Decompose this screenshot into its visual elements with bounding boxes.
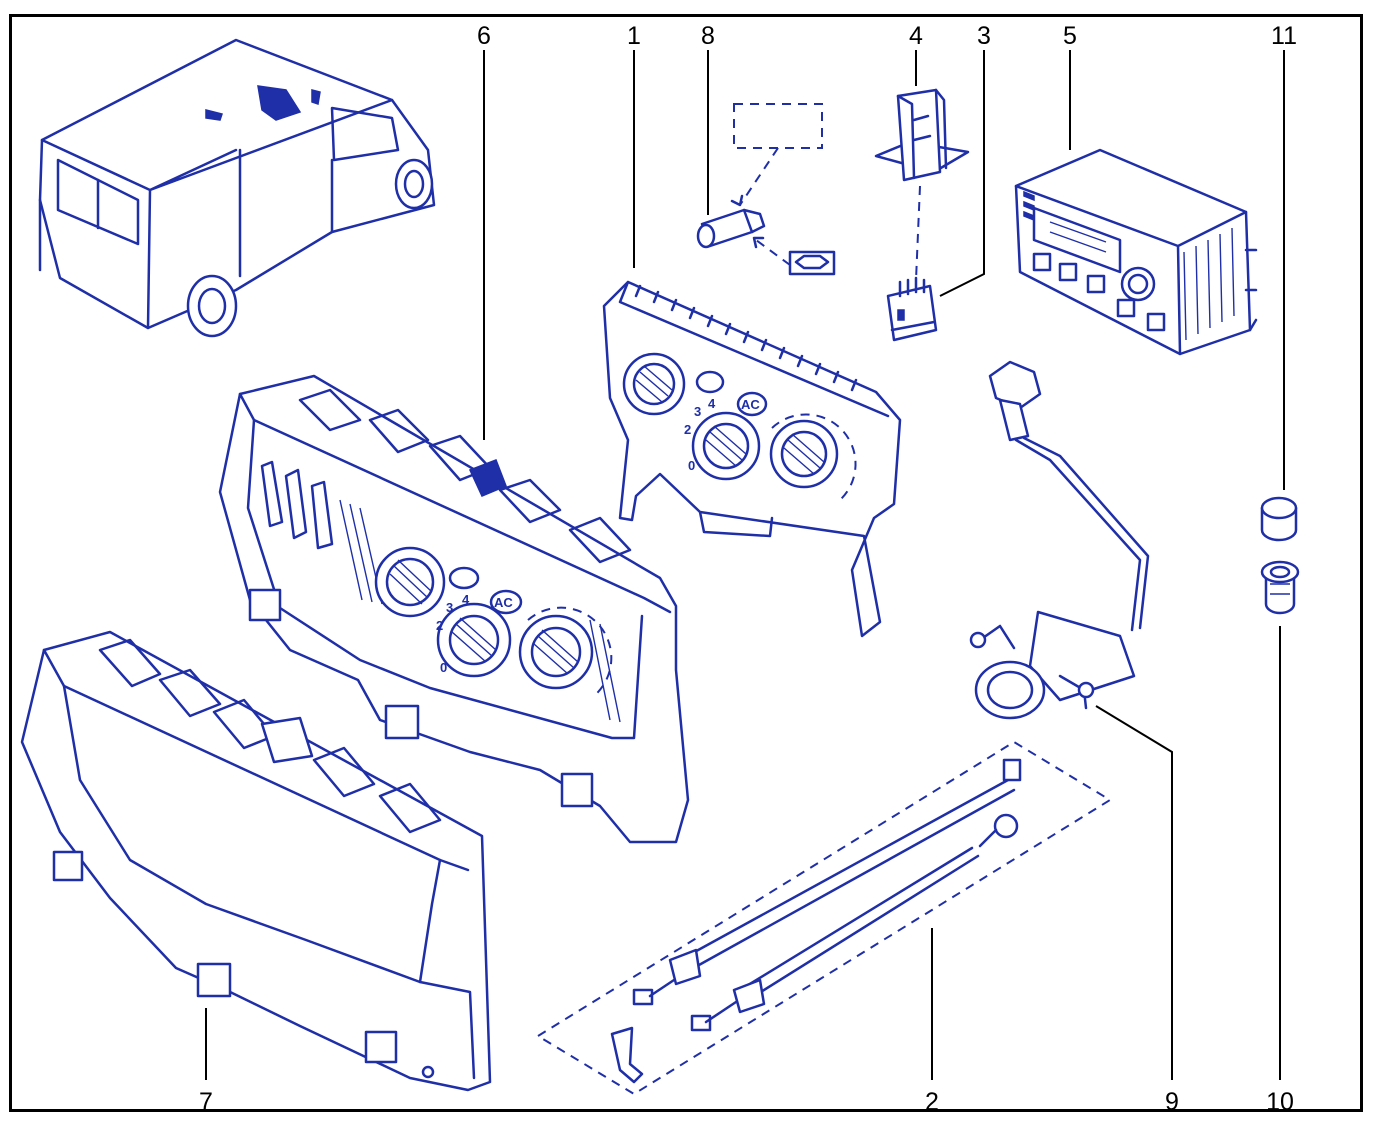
callout-5: 5 [1063,22,1077,50]
van-locator-icon [38,38,436,338]
bezel-frame-icon [20,630,492,1092]
fan-speed-4-upper: 4 [708,396,716,411]
ac-label-lower: AC [494,595,513,610]
bulb-holder-icon [874,88,970,281]
control-panel-icon: AC 0 2 3 4 [602,280,902,638]
callout-2: 2 [925,1088,939,1116]
grommet-10-icon [1260,560,1300,615]
callout-11: 11 [1271,22,1297,50]
fan-speed-3-upper: 3 [694,404,701,419]
callout-10: 10 [1266,1088,1294,1116]
leader-lines [205,50,1285,1080]
climate-unit-icon [1014,148,1258,356]
bulb-icon [696,103,836,276]
fan-speed-0-upper: 0 [688,458,695,473]
callout-3: 3 [977,22,991,50]
connector-icon [886,276,938,342]
callout-7: 7 [199,1088,213,1116]
fan-speed-2-upper: 2 [684,422,691,437]
ac-label-upper: AC [741,397,760,412]
callout-numbers: 6 1 8 4 3 5 11 7 2 9 10 [199,22,1297,1116]
leader-9 [1095,705,1173,1080]
callout-9: 9 [1165,1088,1179,1116]
clip-icon [610,1026,644,1084]
control-cables-icon [536,740,1112,1096]
grommet-11-icon [1260,496,1298,542]
callout-4: 4 [909,22,923,50]
fan-speed-2-lower: 2 [436,618,443,633]
callout-1: 1 [627,22,641,50]
callout-6: 6 [477,22,491,50]
control-panel-assembly-icon: AC 0 2 3 4 [218,374,690,844]
fan-speed-3-lower: 3 [446,600,453,615]
callout-8: 8 [701,22,715,50]
wiring-sensor-icon [969,360,1150,720]
leader-3 [939,50,985,297]
fan-speed-0-lower: 0 [440,660,447,675]
fan-speed-4-lower: 4 [462,592,470,607]
